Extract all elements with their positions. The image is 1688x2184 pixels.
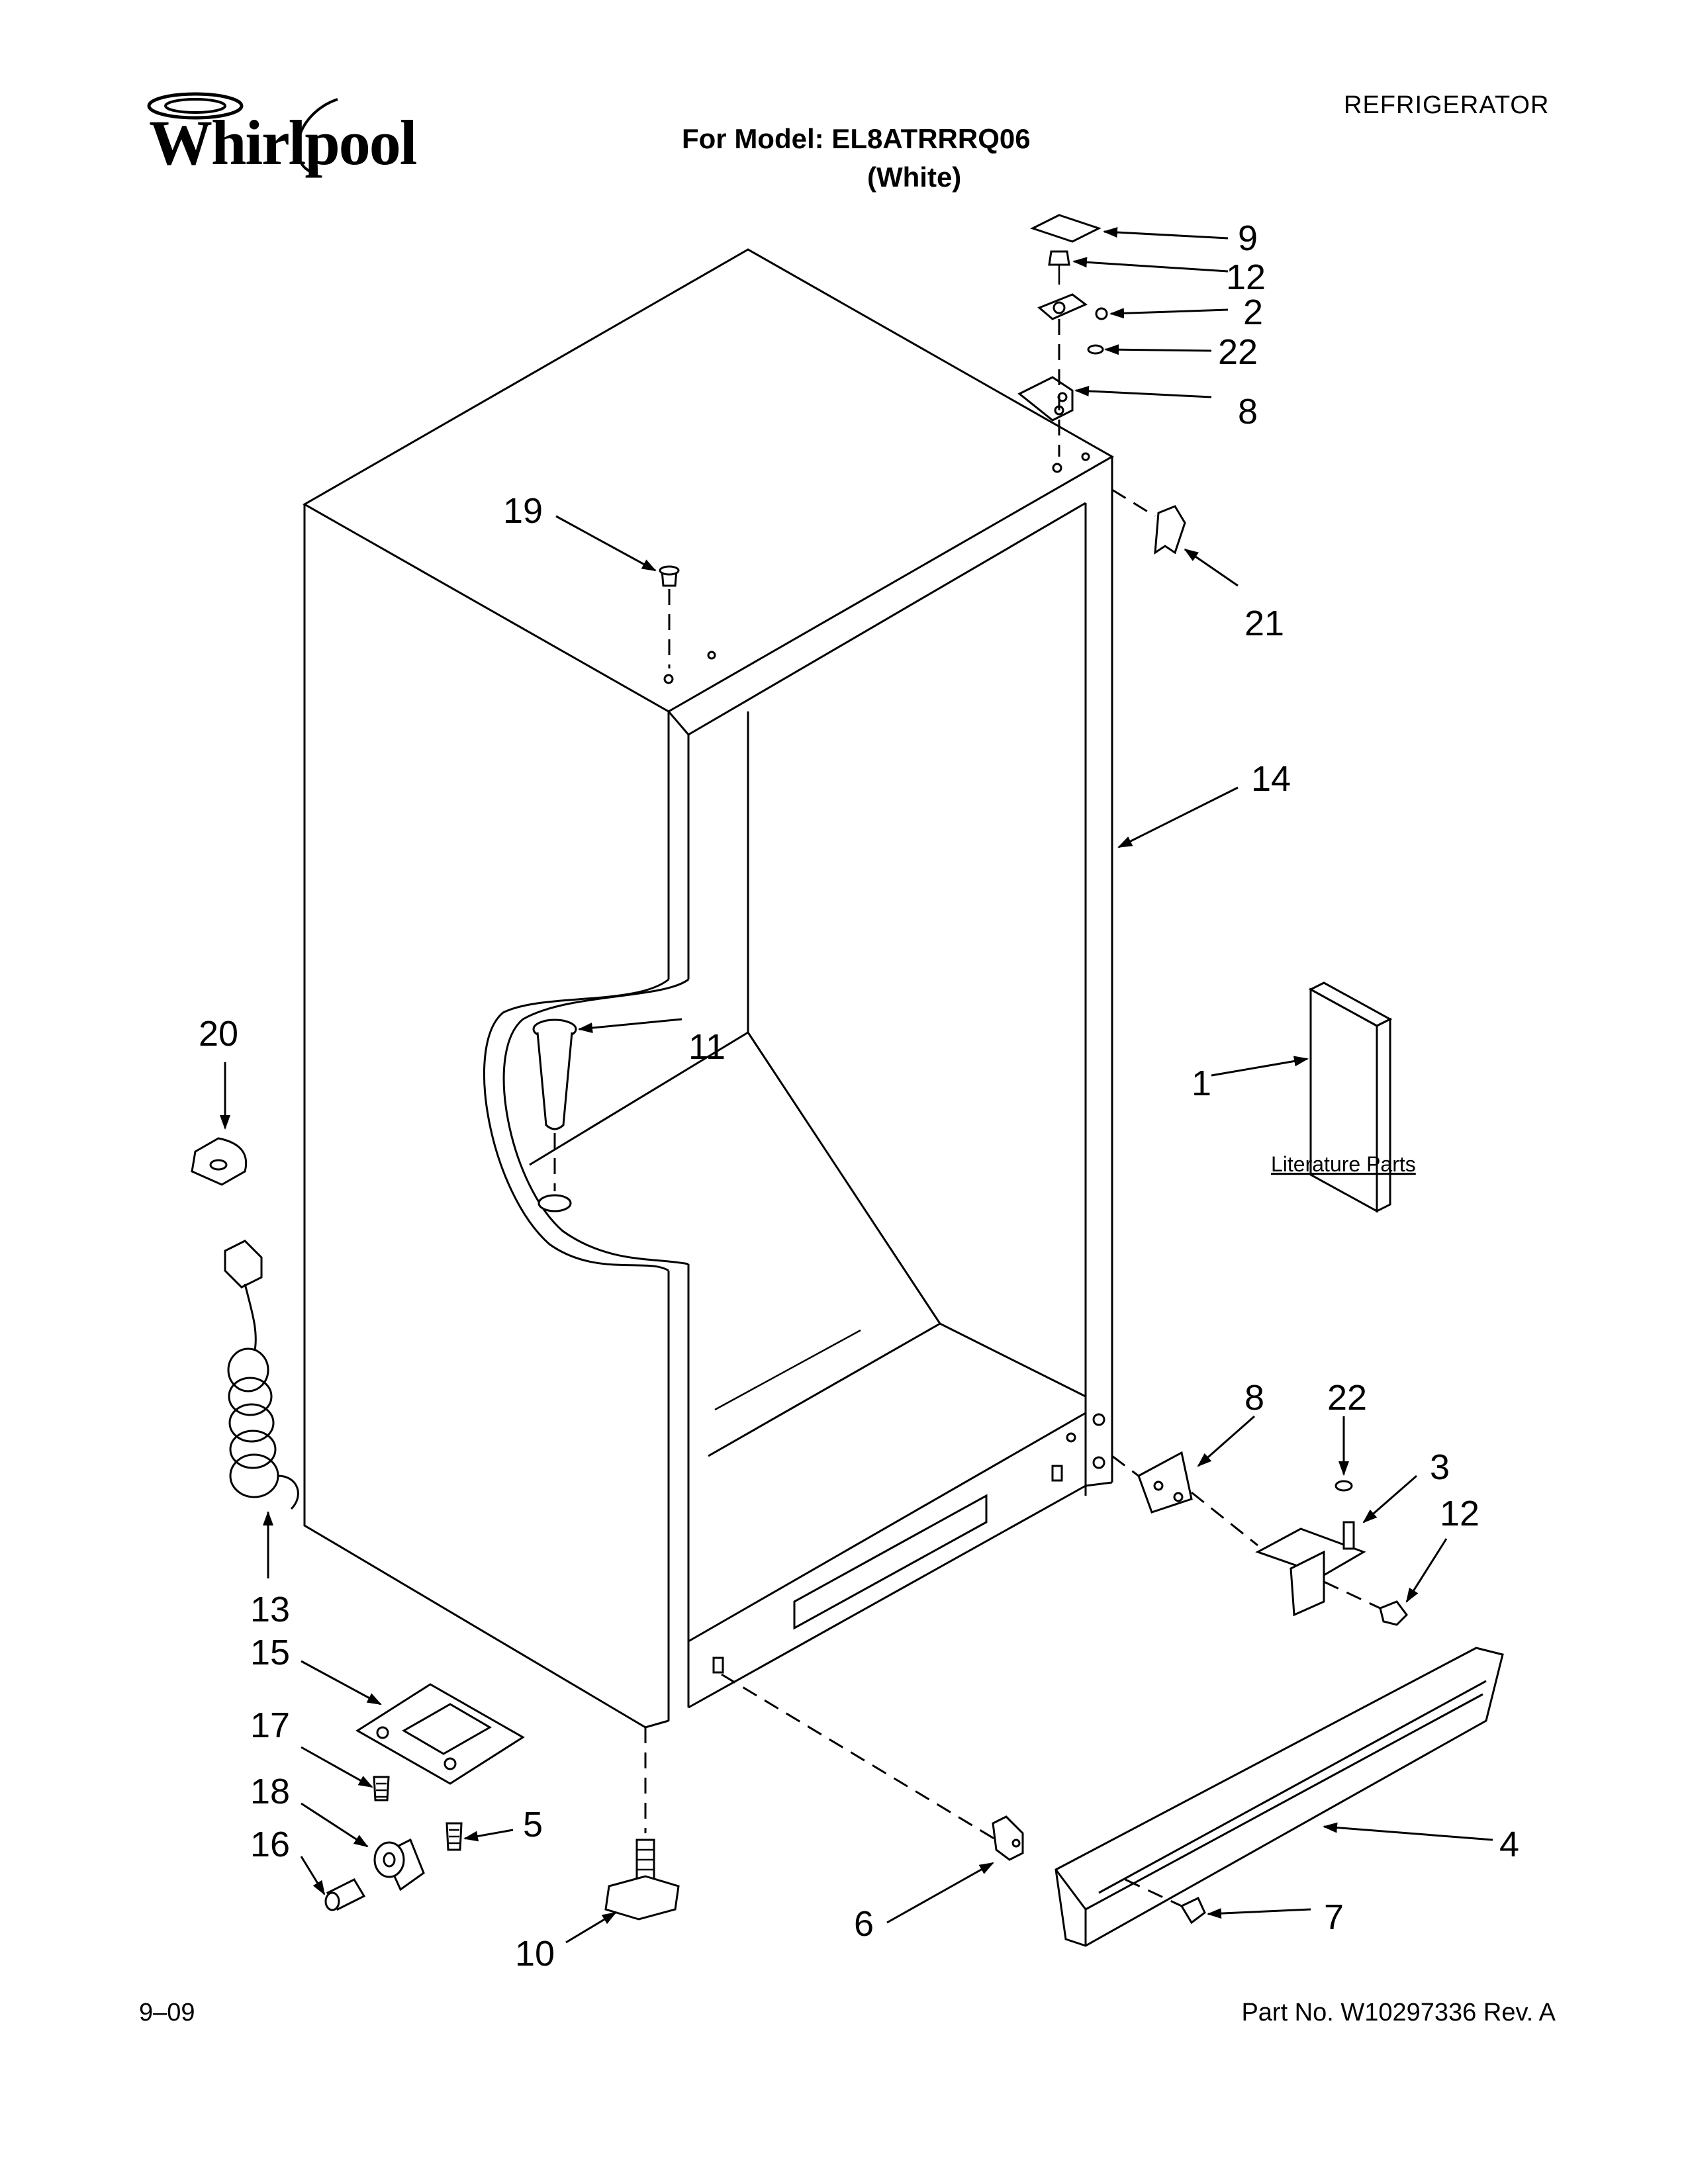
callout-4: 4 [1499, 1825, 1519, 1864]
callout-10: 10 [515, 1934, 555, 1974]
callout-8b: 8 [1244, 1378, 1264, 1418]
callout-6: 6 [854, 1904, 874, 1944]
callout-arrows [220, 227, 1493, 1944]
part-6-clip [721, 1673, 1024, 1861]
logo-swirl-icon [147, 92, 338, 173]
callout-labels: 9 12 2 22 8 19 21 14 20 11 1 8 22 3 12 1… [199, 218, 1519, 1974]
callout-22b: 22 [1327, 1378, 1367, 1418]
part-19-plug [659, 565, 680, 668]
callout-15: 15 [250, 1633, 290, 1672]
part-4-toe-grille [1055, 1647, 1504, 1947]
part-10-leveling-leg [604, 1727, 680, 1921]
callout-12: 12 [1226, 257, 1266, 297]
footer-date: 9–09 [139, 1999, 195, 2026]
model-number: For Model: EL8ATRRRQ06 [682, 123, 1031, 154]
callout-21: 21 [1244, 604, 1284, 643]
callout-12b: 12 [1440, 1494, 1479, 1533]
part-7-screw [1125, 1878, 1206, 1925]
model-color: (White) [867, 161, 962, 193]
callout-18: 18 [250, 1772, 290, 1811]
part-1-literature [1308, 981, 1393, 1213]
part-15-bracket [355, 1683, 525, 1785]
callout-22: 22 [1218, 332, 1258, 372]
callout-7: 7 [1324, 1897, 1344, 1937]
bottom-hinge-assembly [1111, 1451, 1408, 1626]
part-16-pin [324, 1878, 366, 1911]
top-hinge-assembly [1017, 214, 1108, 457]
literature-parts-label: Literature Parts [1271, 1152, 1416, 1176]
callout-14: 14 [1251, 759, 1291, 799]
callout-19: 19 [503, 491, 543, 531]
callout-9: 9 [1238, 218, 1258, 258]
part-11-drain [532, 1019, 577, 1212]
callout-3: 3 [1430, 1447, 1450, 1487]
brand-wordmark: Whirlpool [149, 107, 417, 178]
product-category: REFRIGERATOR [1344, 91, 1550, 119]
callout-20: 20 [199, 1014, 238, 1054]
callout-1: 1 [1192, 1064, 1211, 1103]
callout-17: 17 [250, 1706, 290, 1745]
callout-5: 5 [523, 1805, 543, 1844]
part-18-spacer [373, 1838, 425, 1891]
part-17-screw [373, 1776, 390, 1801]
callout-2: 2 [1243, 293, 1263, 332]
footer-part-number: Part No. W10297336 Rev. A [1241, 1999, 1556, 2026]
part-21-bracket [1111, 488, 1186, 555]
cabinet [302, 248, 1115, 1729]
part-20-clamp [191, 1137, 248, 1186]
part-13-power-cord [224, 1240, 299, 1510]
callout-13: 13 [250, 1590, 290, 1629]
whirlpool-logo [132, 86, 384, 179]
part-5-screw [445, 1822, 463, 1851]
callout-11: 11 [688, 1027, 726, 1067]
callout-16: 16 [250, 1825, 290, 1864]
callout-8: 8 [1238, 392, 1258, 432]
